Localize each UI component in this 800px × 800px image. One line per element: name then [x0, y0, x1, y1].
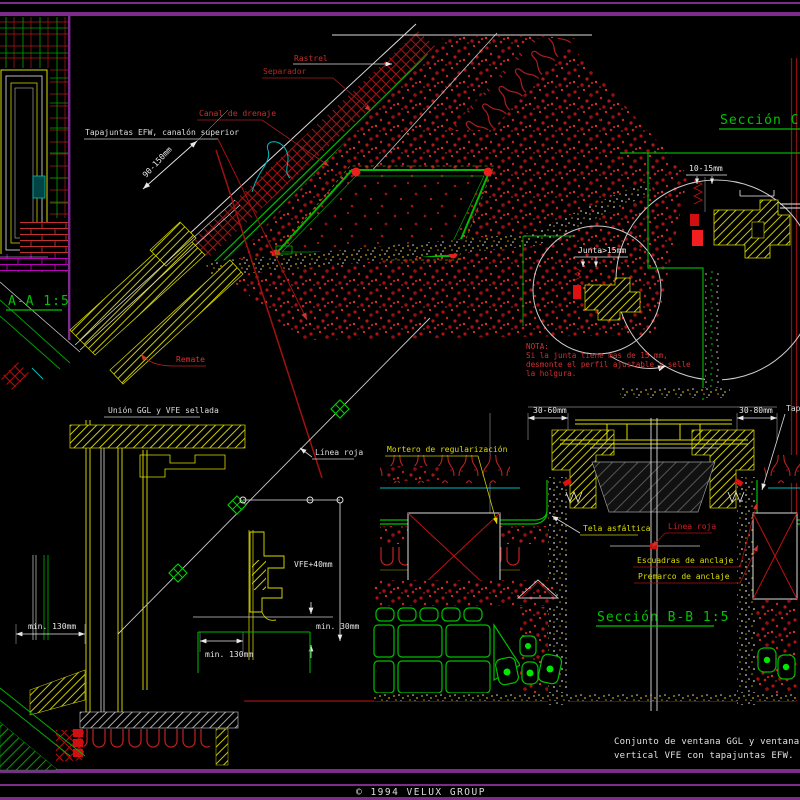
label-remate: Remate — [176, 355, 205, 364]
green-clearance-box — [197, 631, 311, 673]
remate-red-line — [215, 149, 323, 479]
diamond-marker — [330, 399, 350, 419]
bb-frame — [560, 419, 748, 445]
nota-block: NOTA: Si la junta tiene mas de 15 mm, de… — [526, 342, 691, 378]
dim-30-60: 30-60mm — [533, 406, 567, 415]
elevation-view — [0, 14, 81, 390]
elevation-border-purple — [68, 14, 71, 340]
label-linea-roja-a: Línea roja — [315, 448, 363, 457]
dim-10-15: 10-15mm — [689, 164, 723, 173]
nota-line1: Si la junta tiene mas de 15 mm, — [526, 351, 668, 360]
linea-roja-diagonal — [117, 317, 431, 635]
section-cc: Sección C-C 10-15mm Junta>15mm NOTA: Si … — [522, 113, 800, 400]
sealant-red — [690, 214, 699, 226]
tapajuntas-speckle-band — [205, 233, 536, 277]
mortar-column — [705, 270, 722, 390]
label-linea-roja-b: Línea roja — [668, 522, 716, 531]
label-tela: Tela asfáltica — [583, 524, 651, 533]
section-aa-title: A-A 1:5 — [8, 294, 70, 309]
diamond-marker — [227, 495, 247, 515]
drawing-caption: Conjunto de ventana GGL y ventana vertic… — [614, 737, 799, 761]
corner-dot — [483, 167, 493, 177]
label-escuadras: Escuadras de anclaje — [637, 556, 734, 565]
nota-line3: la holgura. — [526, 369, 576, 378]
slab-hatch — [79, 711, 239, 729]
section-aa-roof — [184, 23, 688, 340]
caption-line2: vertical VFE con tapajuntas EFW. — [614, 751, 794, 761]
section-aa-vfe — [29, 317, 431, 722]
label-rastrel: Rastrel — [294, 54, 328, 63]
detail-circle-junta — [532, 225, 662, 355]
dim-min130-mid: min. 130mm — [205, 650, 253, 659]
label-tapajuntas-cut: Tap — [786, 404, 800, 413]
curb-left — [551, 429, 615, 509]
section-bb: 30-60mm 30-80mm — [373, 406, 800, 711]
roof-surface-line — [184, 23, 417, 239]
dim-junta: Junta>15mm — [578, 246, 626, 255]
cyan-insulation-block — [32, 175, 46, 199]
flashing-line — [213, 53, 429, 263]
wall-column-left — [548, 477, 568, 705]
insulation-loops — [84, 729, 210, 755]
label-separador: Separador — [263, 67, 307, 76]
copyright-text: © 1994 VELUX GROUP — [356, 787, 486, 798]
section-cc-title: Sección C-C — [720, 113, 800, 128]
junta-profile — [584, 277, 641, 321]
flashing-left — [380, 480, 548, 525]
vfe-dimensions: VFE+40mm min. 130mm min. 130mm min. 30mm — [15, 496, 360, 673]
vfe-frame-verticals — [85, 420, 148, 722]
donut-marker — [239, 496, 247, 504]
corner-dot — [351, 167, 361, 177]
dim-vfe40: VFE+40mm — [294, 560, 333, 569]
nota-line2: desmonte el perfil ajustable y selle — [526, 360, 691, 369]
label-canal: Canal de drenaje — [199, 109, 276, 118]
dim-30-80: 30-80mm — [739, 406, 773, 415]
section-aa-ggl — [31, 149, 323, 479]
curb-right — [691, 429, 755, 509]
brick-magenta — [0, 254, 70, 272]
tile-band — [450, 38, 575, 130]
dim-min30: min. 30mm — [316, 622, 360, 631]
diamond-marker — [168, 563, 188, 583]
brick-fragments — [495, 635, 796, 686]
label-premarco: Premarco de anclaje — [638, 572, 730, 581]
membrane-cyan — [251, 141, 291, 193]
brick-red — [20, 222, 68, 254]
label-mortero: Mortero de regularización — [387, 444, 508, 454]
masonry-hatch — [0, 362, 30, 390]
wall-outline-green — [620, 152, 800, 400]
spring-symbol — [565, 490, 583, 504]
dim-min130-left: min. 130mm — [28, 622, 76, 631]
nota-title: NOTA: — [526, 342, 549, 351]
roof-tiles-right — [764, 455, 800, 483]
vfe-profile — [139, 454, 226, 478]
wall-column-right — [737, 477, 756, 705]
label-union: Unión GGL y VFE sellada — [108, 405, 219, 415]
floor-slab — [0, 687, 239, 771]
vfe-head-frame — [69, 424, 246, 449]
donut-marker — [306, 496, 314, 504]
label-tapajuntas-superior: Tapajuntas EFW, canalón superior — [85, 127, 239, 137]
rafter-crosshatch-band — [190, 31, 436, 258]
section-bb-title: Sección B-B 1:5 — [597, 610, 729, 625]
caption-line1: Conjunto de ventana GGL y ventana — [614, 737, 799, 747]
sash-trapezoid — [591, 461, 716, 513]
spring-symbol — [727, 490, 745, 504]
